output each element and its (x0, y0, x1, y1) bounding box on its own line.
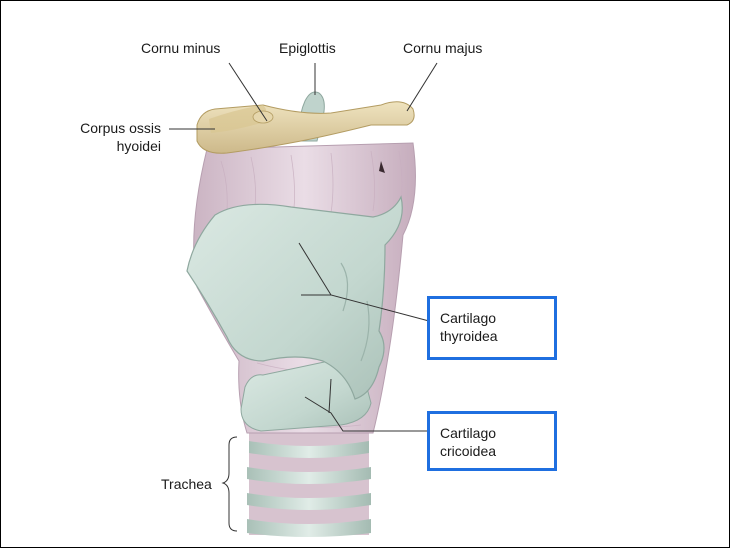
label-cartilago-thyroidea: Cartilago thyroidea (430, 299, 554, 345)
label-thyroid-line1: Cartilago (440, 309, 554, 327)
label-epiglottis: Epiglottis (279, 39, 336, 57)
label-cricoid-line1: Cartilago (440, 424, 554, 442)
highlight-box-thyroidea: Cartilago thyroidea (427, 296, 557, 360)
trachea-brace (223, 437, 237, 531)
highlight-box-cricoidea: Cartilago cricoidea (427, 411, 557, 471)
label-trachea: Trachea (161, 475, 212, 493)
cornu-majus-leader (407, 63, 437, 111)
label-thyroid-line2: thyroidea (440, 327, 554, 345)
label-cornu-majus: Cornu majus (403, 39, 482, 57)
label-corpus-ossis-hyoidei: Corpus ossis hyoidei (59, 119, 161, 155)
label-corpus-line1: Corpus ossis (59, 119, 161, 137)
label-cricoid-line2: cricoidea (440, 442, 554, 460)
label-corpus-line2: hyoidei (59, 137, 161, 155)
trachea-shape (247, 429, 371, 537)
label-cartilago-cricoidea: Cartilago cricoidea (430, 414, 554, 460)
label-cornu-minus: Cornu minus (141, 39, 220, 57)
